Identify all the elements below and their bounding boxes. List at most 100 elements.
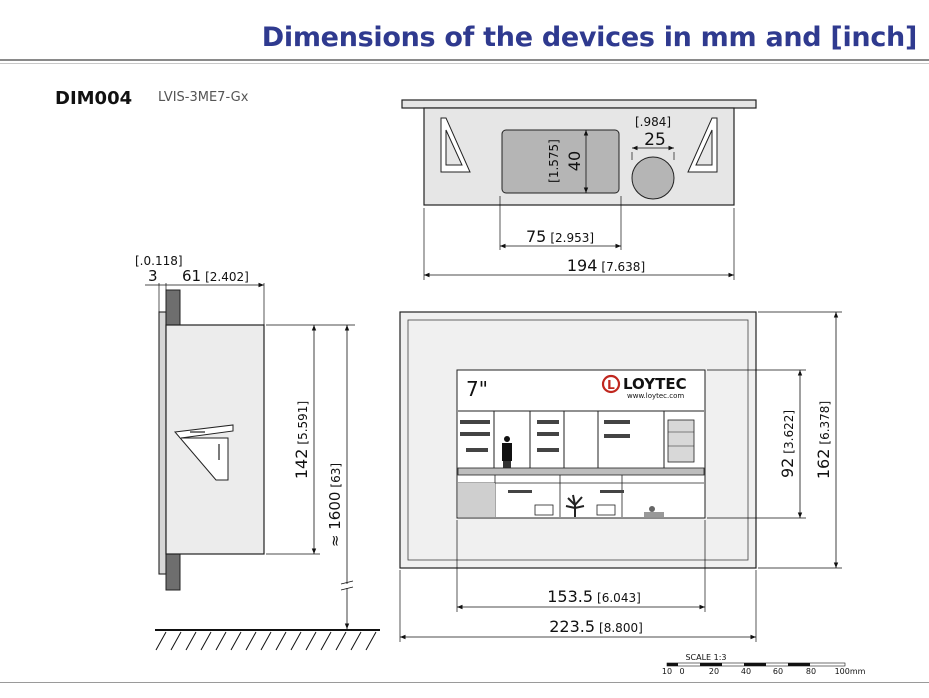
window-w-in-label: [2.953]: [550, 231, 594, 245]
depth-in-label: [2.402]: [205, 270, 249, 284]
scale-tick-100: 100mm: [835, 667, 866, 676]
front-total-w-label: 223.5 [8.800]: [549, 617, 643, 636]
top-total-label: 194[7.638]: [567, 256, 645, 275]
screen-size-label: 7": [466, 377, 488, 401]
top-total-mm-label: 194: [567, 256, 598, 275]
scale-seg-1: [667, 663, 678, 666]
display-h-label: 92 [3.622]: [778, 410, 797, 478]
scene-lower-panel: [458, 483, 495, 517]
floor-hatch-stroke: [155, 631, 167, 651]
ceiling-light-6: [604, 434, 630, 438]
scene-monitor-1: [534, 504, 554, 516]
scene-lower-light-2: [600, 490, 624, 493]
scene-lower-light-1: [508, 490, 532, 493]
page-title: Dimensions of the devices in mm and [inc…: [261, 22, 918, 53]
height-in-label: [5.591]: [296, 401, 310, 445]
knob-mm-label: 25: [644, 130, 666, 150]
floor-hatch-stroke: [305, 631, 317, 651]
office-scene: [457, 410, 705, 517]
side-wall-upper: [165, 289, 181, 326]
scale-tick-80: 80: [806, 667, 816, 676]
scene-monitor-2: [596, 504, 616, 516]
front-view: 7" L LOYTEC www.loytec.com: [399, 311, 842, 642]
height-mm-label: 142: [292, 449, 311, 480]
side-view: [.0.118] 3 61 [2.402] 142 [5.591] ≈ 1600[6…: [135, 254, 380, 651]
display-w-mm-label: 153.5: [547, 587, 593, 606]
scale-seg-3: [744, 663, 766, 666]
ceiling-light-2: [460, 432, 490, 436]
scale-tick-10: 10: [662, 667, 672, 676]
scene-desk: [644, 512, 664, 517]
scale-label: SCALE 1:3: [685, 653, 726, 662]
bezel-mm-label: 3: [148, 267, 158, 285]
scale-tick-40: 40: [741, 667, 751, 676]
side-bracket: [174, 424, 234, 481]
mount-break-1: [340, 580, 354, 585]
model-name: LVIS-3ME7-Gx: [158, 90, 249, 105]
ceiling-light-3: [537, 420, 559, 424]
floor-hatch-stroke: [365, 631, 377, 651]
scene-plant: [565, 494, 585, 517]
height-label: 142 [5.591]: [292, 401, 311, 479]
scale-tick-20: 20: [709, 667, 719, 676]
person-body: [502, 443, 512, 461]
header-rule: [0, 59, 929, 61]
scale-tick-60: 60: [773, 667, 783, 676]
front-total-w-in-label: [8.800]: [599, 621, 643, 635]
drawing-code: DIM004: [55, 88, 133, 109]
bezel-in-label: [.0.118]: [135, 254, 183, 268]
floor-hatch-stroke: [170, 631, 182, 651]
top-knob: [631, 156, 675, 200]
scale-bar: SCALE 1:3 10 0 20 40 60 80 100mm: [662, 653, 866, 676]
floor-hatch-stroke: [230, 631, 242, 651]
scene-person-2-head: [649, 506, 655, 512]
floor-hatching: [155, 631, 377, 651]
front-total-w-mm-label: 223.5: [549, 617, 595, 636]
ceiling-light-7: [466, 448, 488, 452]
ceiling-light-4: [537, 432, 559, 436]
knob-in-label: [.984]: [635, 115, 671, 129]
top-total-in-label: [7.638]: [601, 260, 645, 274]
floor-hatch-stroke: [275, 631, 287, 651]
depth-mm-label: 61: [182, 267, 201, 285]
depth-label: 61 [2.402]: [182, 267, 249, 285]
scene-balcony: [457, 467, 705, 476]
floor-hatch-stroke: [245, 631, 257, 651]
front-total-h-mm-label: 162: [814, 449, 833, 480]
side-bezel: [158, 311, 167, 575]
window-w-label: 75 [2.953]: [526, 227, 594, 246]
scale-tick-0: 0: [679, 667, 684, 676]
display-h-in-label: [3.622]: [782, 410, 796, 454]
floor-hatch-stroke: [260, 631, 272, 651]
person-legs: [503, 461, 511, 469]
scale-seg-4: [788, 663, 810, 666]
display-w-label: 153.5[6.043]: [547, 587, 641, 606]
top-view-flange: [401, 99, 757, 109]
front-total-h-in-label: [6.378]: [818, 401, 832, 445]
top-left-bracket: [440, 117, 471, 173]
footer-rule: [0, 682, 929, 683]
loytec-logo-letter: L: [607, 378, 615, 392]
floor-hatch-stroke: [335, 631, 347, 651]
floor-hatch-stroke: [200, 631, 212, 651]
scale-seg-2: [700, 663, 722, 666]
top-window: [501, 129, 620, 194]
top-view: [.984] 25 40 [1.575] 75[2.953] 194[7.638…: [401, 99, 757, 280]
display-h-mm-label: 92: [778, 458, 797, 478]
ceiling-light-5: [604, 420, 630, 424]
ceiling-light-8: [537, 448, 559, 452]
scene-shelf: [667, 419, 695, 463]
floor-hatch-stroke: [350, 631, 362, 651]
loytec-logo-icon: [601, 374, 621, 394]
mount-label: ≈ 1600[63]: [326, 463, 344, 547]
person-head: [504, 436, 510, 442]
window-w-mm-label: 75: [526, 227, 546, 246]
mount-in-label: [63]: [329, 463, 343, 488]
ceiling-light-1: [460, 420, 490, 424]
floor-hatch-stroke: [290, 631, 302, 651]
floor-hatch-stroke: [185, 631, 197, 651]
window-h-mm-label: 40: [565, 151, 584, 171]
front-total-h-label: 162 [6.378]: [814, 401, 833, 479]
floor-hatch-stroke: [215, 631, 227, 651]
